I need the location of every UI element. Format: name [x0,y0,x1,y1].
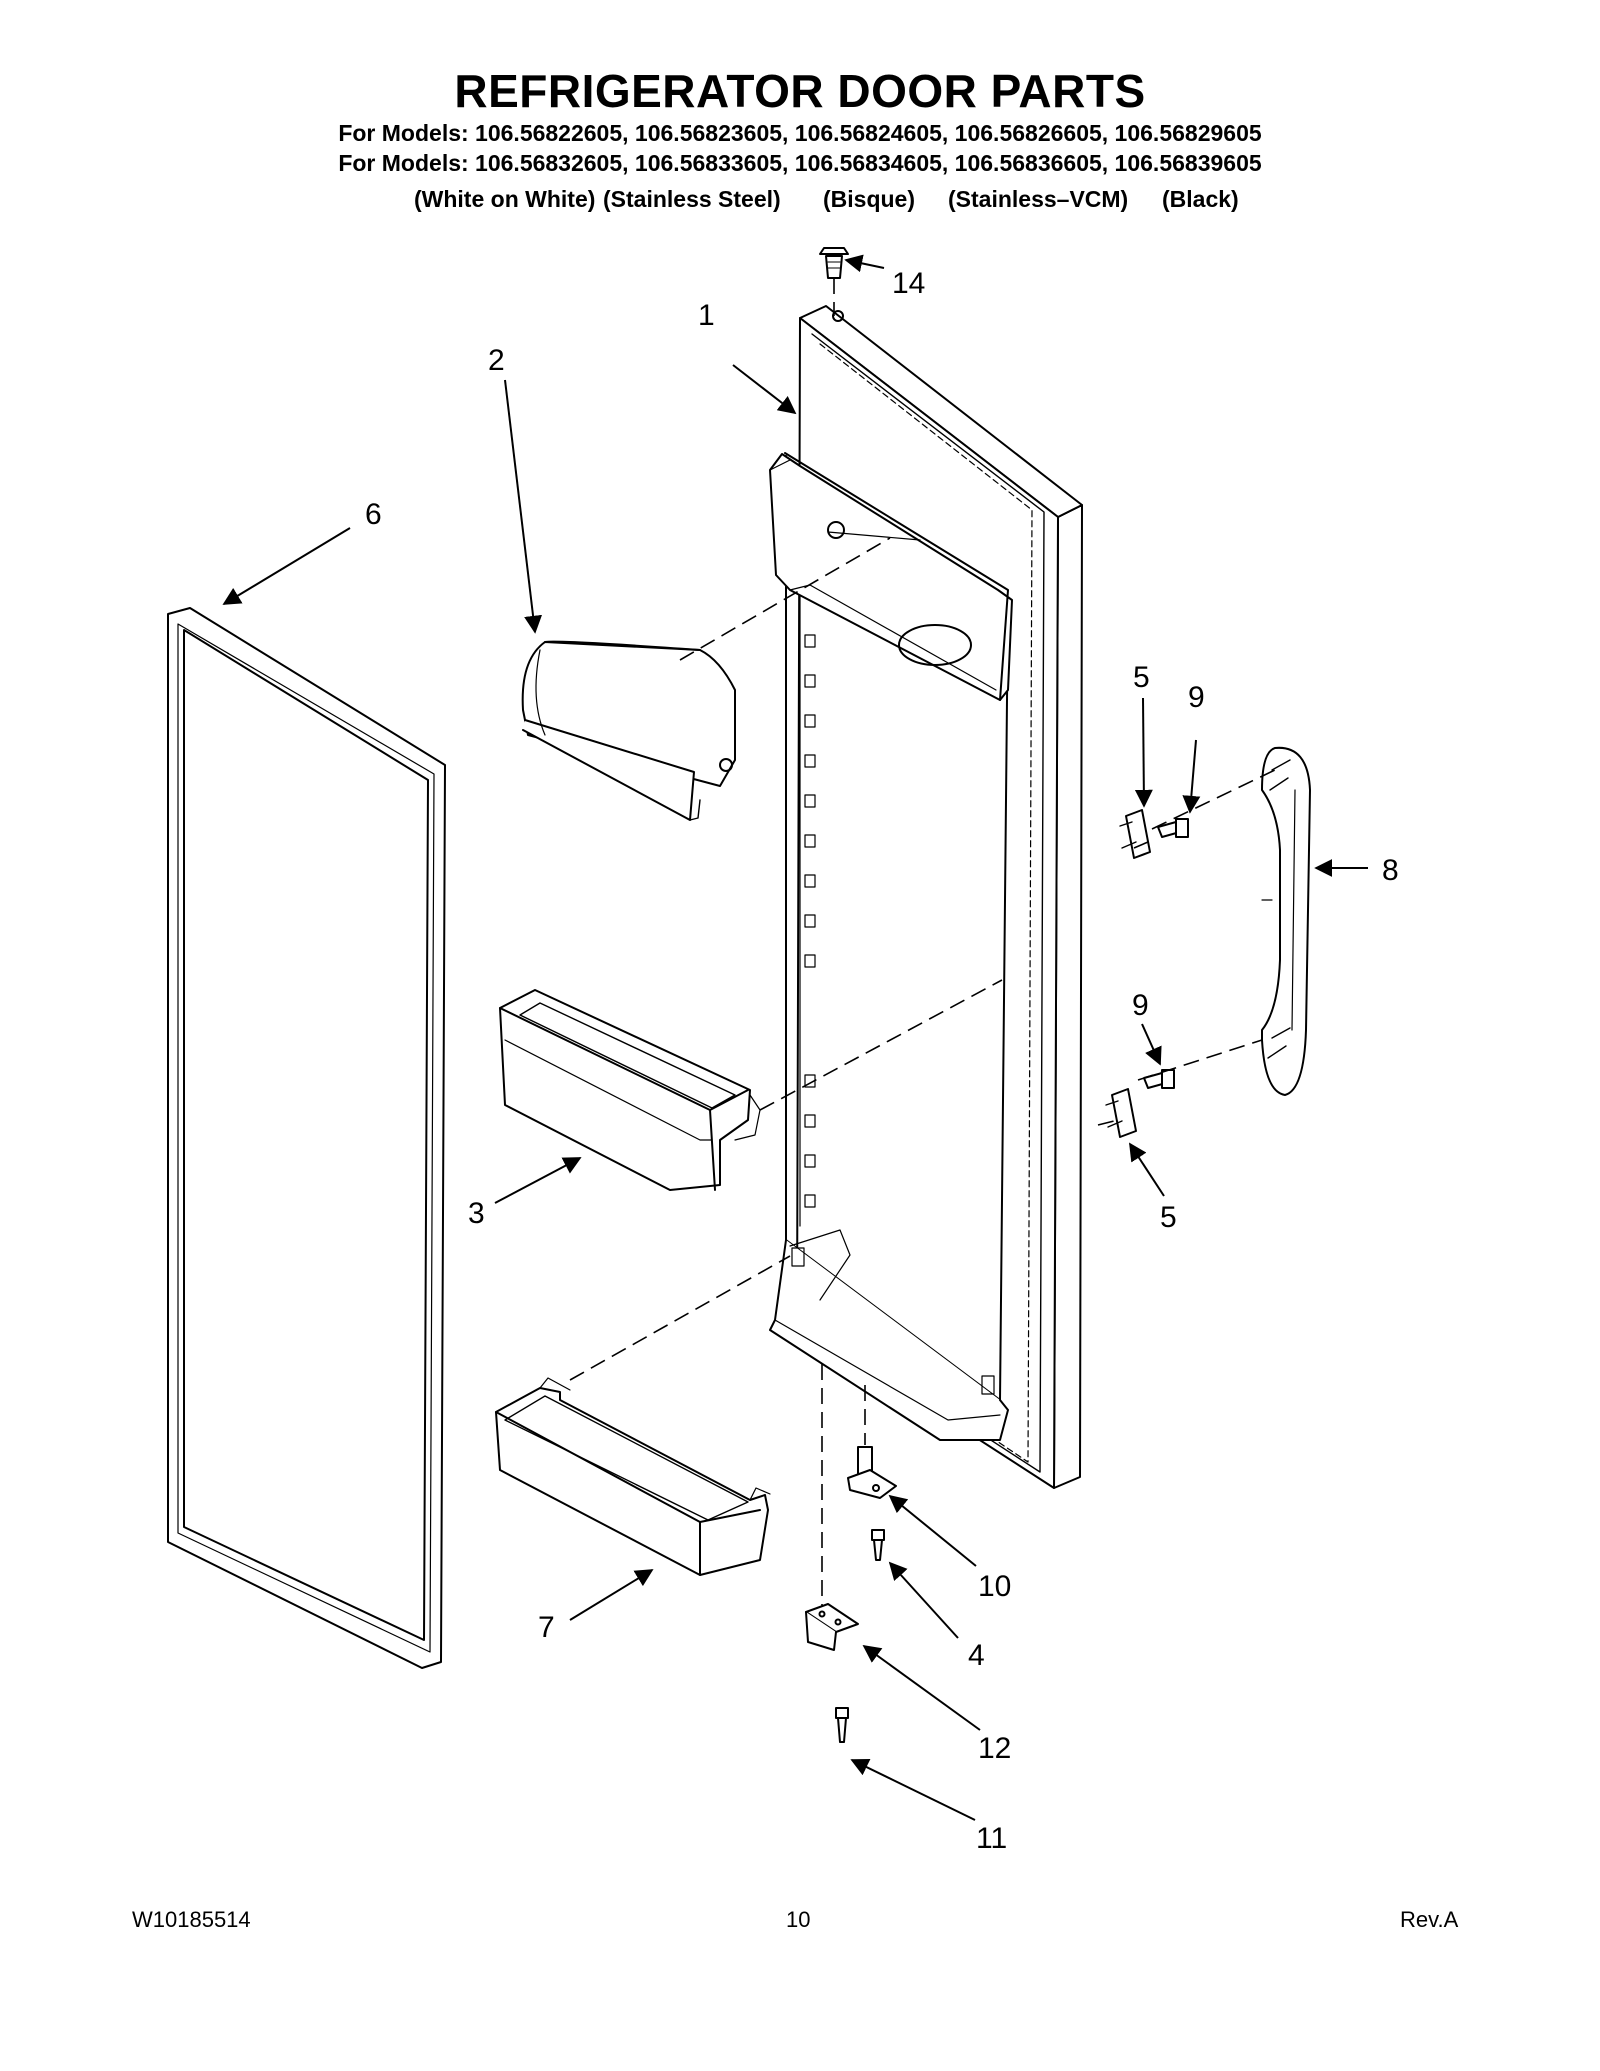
color-bisque: (Bisque) [823,186,915,212]
callout-5-lower: 5 [1160,1201,1177,1234]
screw-part-9-upper [1157,818,1189,838]
lower-door-bin-part-7 [495,1377,771,1576]
models-line-1: For Models: 106.56822605, 106.56823605, … [338,120,1262,146]
callout-labels: 14 1 2 6 5 9 8 9 3 5 10 4 7 12 11 [365,267,1399,1855]
page-number: 10 [786,1907,811,1932]
callout-1: 1 [698,299,715,332]
color-black: (Black) [1162,186,1239,212]
callout-8: 8 [1382,854,1399,887]
door-handle-part-8 [1261,746,1311,1096]
plug-part-14 [819,247,849,279]
assembly-lines [569,278,1276,1606]
screw-part-11 [835,1707,849,1743]
color-white: (White on White) [414,186,596,212]
door-bin-part-3 [499,989,761,1191]
callout-10: 10 [978,1570,1011,1603]
color-stainless: (Stainless Steel) [603,186,781,212]
models-line-2: For Models: 106.56832605, 106.56833605, … [338,150,1262,176]
callout-4: 4 [968,1639,985,1672]
hinge-pin-part-10 [847,1446,897,1499]
color-stainless-vcm: (Stainless–VCM) [948,186,1129,212]
screw-part-9-lower [1143,1069,1175,1089]
callout-9-lower: 9 [1132,989,1149,1022]
revision: Rev.A [1400,1907,1459,1932]
callout-5-upper: 5 [1133,661,1150,694]
callout-6: 6 [365,498,382,531]
hinge-bracket-part-12 [805,1603,859,1651]
callout-3: 3 [468,1197,485,1230]
dairy-door-part-2 [521,640,736,821]
callout-2: 2 [488,344,505,377]
door-assembly-part-1 [769,305,1083,1489]
callout-7: 7 [538,1611,555,1644]
doc-number: W10185514 [132,1907,251,1932]
handle-bracket-part-5-upper [1119,809,1151,859]
leader-arrows [222,254,1368,1821]
callout-11: 11 [976,1822,1007,1855]
callout-12: 12 [978,1732,1011,1765]
handle-bracket-part-5-lower [1105,1088,1137,1138]
screw-part-4 [871,1529,885,1561]
page-title: REFRIGERATOR DOOR PARTS [454,65,1146,117]
door-gasket-part-6 [167,607,446,1669]
callout-9-upper: 9 [1188,681,1205,714]
callout-14: 14 [892,267,925,300]
